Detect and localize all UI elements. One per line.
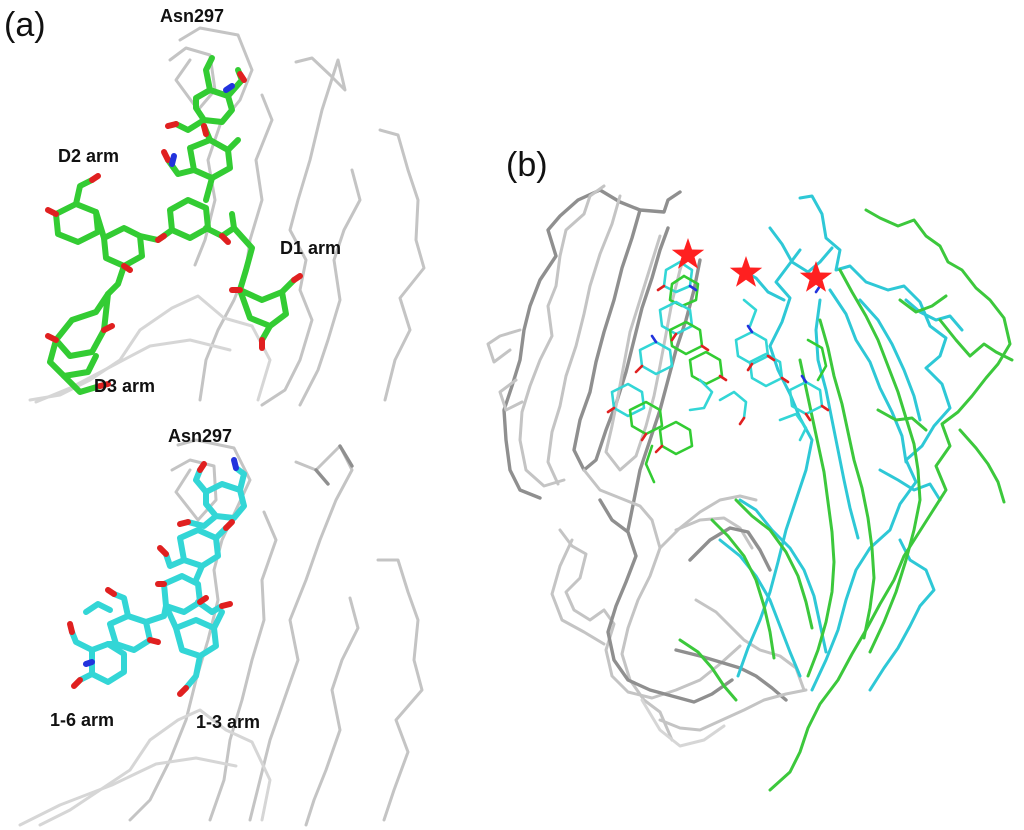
star-marker-3 <box>799 261 833 292</box>
star-marker-2 <box>729 256 763 287</box>
arm-label-d1: D1 arm <box>280 238 342 258</box>
asn297-label-top: Asn297 <box>160 6 225 26</box>
arm-label-d2: D2 arm <box>58 146 120 166</box>
star-marker-1 <box>671 238 705 269</box>
arm-label-d3: D3 arm <box>94 376 156 396</box>
panel-b-label: (b) <box>506 146 548 184</box>
panel-a-bottom-backbone <box>18 438 424 827</box>
panel-b-green-chain <box>678 208 1014 792</box>
panel-a-bottom-glycan <box>67 457 247 697</box>
panel-a-top-backbone <box>28 26 426 407</box>
panel-a-top-glycan <box>45 55 303 395</box>
arm-label-1-6: 1-6 arm <box>50 710 115 730</box>
panel-b-star-markers <box>671 238 833 292</box>
panel-a-label: (a) <box>4 6 46 44</box>
panel-b-glycans <box>606 260 830 484</box>
arm-label-1-3: 1-3 arm <box>196 712 261 732</box>
asn297-label-bottom: Asn297 <box>168 426 233 446</box>
